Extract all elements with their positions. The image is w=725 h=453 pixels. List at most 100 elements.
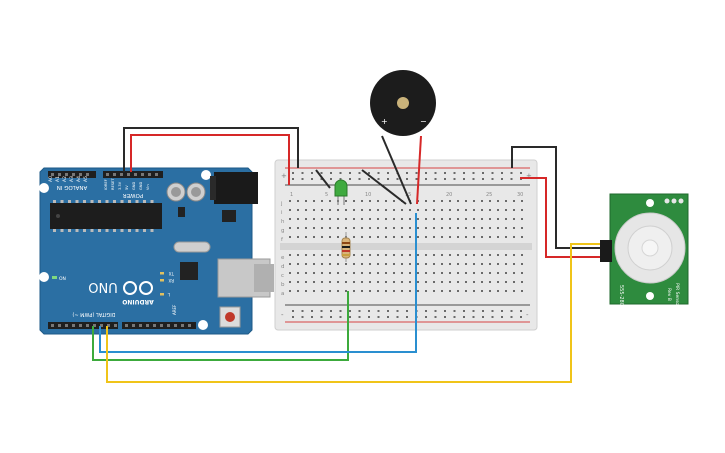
breadboard-hole	[465, 209, 467, 211]
breadboard-hole	[441, 200, 443, 202]
breadboard-hole	[289, 281, 291, 283]
breadboard-hole	[289, 218, 291, 220]
header-pin	[120, 173, 123, 176]
breadboard-hole	[497, 272, 499, 274]
header-pin	[65, 173, 68, 176]
rail-hole	[453, 178, 456, 180]
wire-buzzer-plus[interactable]	[381, 135, 412, 205]
analog-pin-label: A4	[76, 176, 82, 182]
wire-buzzer-signal-blue[interactable]	[99, 213, 417, 353]
pir-mount-hole	[646, 199, 654, 207]
breadboard-hole	[297, 272, 299, 274]
header-pin	[113, 173, 116, 176]
rail-hole	[415, 178, 418, 180]
breadboard-hole	[289, 263, 291, 265]
pir-sensor[interactable]: 555-28027 PIR Sensor Rev B	[600, 193, 689, 312]
breadboard-hole	[297, 209, 299, 211]
breadboard-hole	[425, 290, 427, 292]
breadboard-hole	[521, 227, 523, 229]
breadboard-hole	[457, 227, 459, 229]
rail-hole	[463, 172, 465, 174]
breadboard-hole	[409, 209, 411, 211]
wire-led-signal-green[interactable]	[92, 291, 349, 361]
digital-label: DIGITAL (PWM ~)	[72, 311, 115, 317]
breadboard-hole	[425, 209, 427, 211]
green-led[interactable]	[334, 179, 348, 205]
breadboard-hole	[401, 281, 403, 283]
header-pin	[125, 324, 128, 327]
breadboard-hole	[449, 263, 451, 265]
breadboard-hole	[353, 218, 355, 220]
rail-hole	[453, 172, 456, 174]
rail-hole	[491, 172, 494, 174]
reset-button-cap[interactable]	[225, 312, 235, 322]
breadboard-hole	[329, 218, 331, 220]
rail-hole	[444, 310, 446, 312]
breadboard-hole	[481, 200, 483, 202]
power-header	[103, 171, 163, 178]
rail-hole	[301, 316, 304, 318]
tx-led	[160, 272, 164, 275]
breadboard[interactable]: + - + - j i h g f e d c b a 1 5 10 15 20…	[274, 159, 538, 331]
breadboard-hole	[481, 209, 483, 211]
breadboard-hole	[497, 236, 499, 238]
wire-pir-signal-yellow[interactable]	[106, 243, 608, 383]
rail-hole	[320, 178, 323, 180]
breadboard-hole	[329, 254, 331, 256]
wire-pir-gnd[interactable]	[511, 146, 608, 249]
breadboard-hole	[377, 209, 379, 211]
breadboard-hole	[321, 227, 323, 229]
chip-pin	[135, 229, 139, 232]
power-jack[interactable]	[214, 172, 258, 204]
breadboard-hole	[433, 227, 435, 229]
chip-pin	[53, 200, 56, 203]
breadboard-hole	[337, 227, 339, 229]
rail-hole	[358, 172, 361, 174]
wire-5v-arduino-to-rail[interactable]	[130, 134, 290, 185]
breadboard-hole	[289, 254, 291, 256]
logo-ring-left	[139, 281, 153, 295]
rail-hole	[510, 310, 513, 312]
piezo-buzzer[interactable]: + −	[370, 70, 436, 136]
breadboard-hole	[377, 227, 379, 229]
breadboard-hole	[505, 281, 507, 283]
breadboard-hole	[417, 236, 419, 238]
on-led-label: ON	[59, 276, 66, 282]
row-letter: j	[280, 201, 283, 207]
breadboard-hole	[449, 254, 451, 256]
breadboard-hole	[497, 209, 499, 211]
rail-hole	[387, 310, 389, 312]
breadboard-hole	[361, 281, 363, 283]
header-pin	[146, 324, 149, 327]
header-pin	[86, 173, 89, 176]
breadboard-hole	[313, 272, 315, 274]
breadboard-hole	[497, 227, 499, 229]
analog-pin-labels: A0 A1 A2 A3 A4 A5	[48, 176, 89, 182]
breadboard-hole	[289, 209, 291, 211]
rail-minus-label-right: -	[526, 311, 529, 319]
breadboard-hole	[305, 263, 307, 265]
wire-led-gnd[interactable]	[315, 169, 331, 189]
pir-connector	[600, 240, 612, 262]
arduino-uno-board[interactable]: ANALOG IN POWER A0 A1 A2 A3 A4 A5 IOREF …	[39, 167, 274, 335]
header-pin	[100, 324, 103, 327]
breadboard-hole	[473, 290, 475, 292]
wire-pir-vcc[interactable]	[520, 177, 608, 258]
resistor[interactable]	[341, 232, 351, 262]
mounting-hole	[39, 272, 49, 282]
atmega-chip	[50, 203, 162, 229]
wire-buzzer-minus[interactable]	[416, 135, 422, 205]
wire-rail-to-buzzer[interactable]	[361, 169, 407, 205]
breadboard-hole	[433, 200, 435, 202]
rail-hole	[368, 316, 370, 318]
wire-gnd-arduino-to-rail[interactable]	[123, 127, 299, 172]
breadboard-hole	[385, 200, 387, 202]
breadboard-hole	[473, 254, 475, 256]
crystal	[173, 241, 211, 253]
power-pin-label: 5V	[125, 185, 129, 190]
breadboard-hole	[401, 209, 403, 211]
column-number: 5	[325, 192, 328, 198]
breadboard-hole	[441, 209, 443, 211]
rail-hole	[377, 178, 380, 180]
breadboard-hole	[385, 281, 387, 283]
